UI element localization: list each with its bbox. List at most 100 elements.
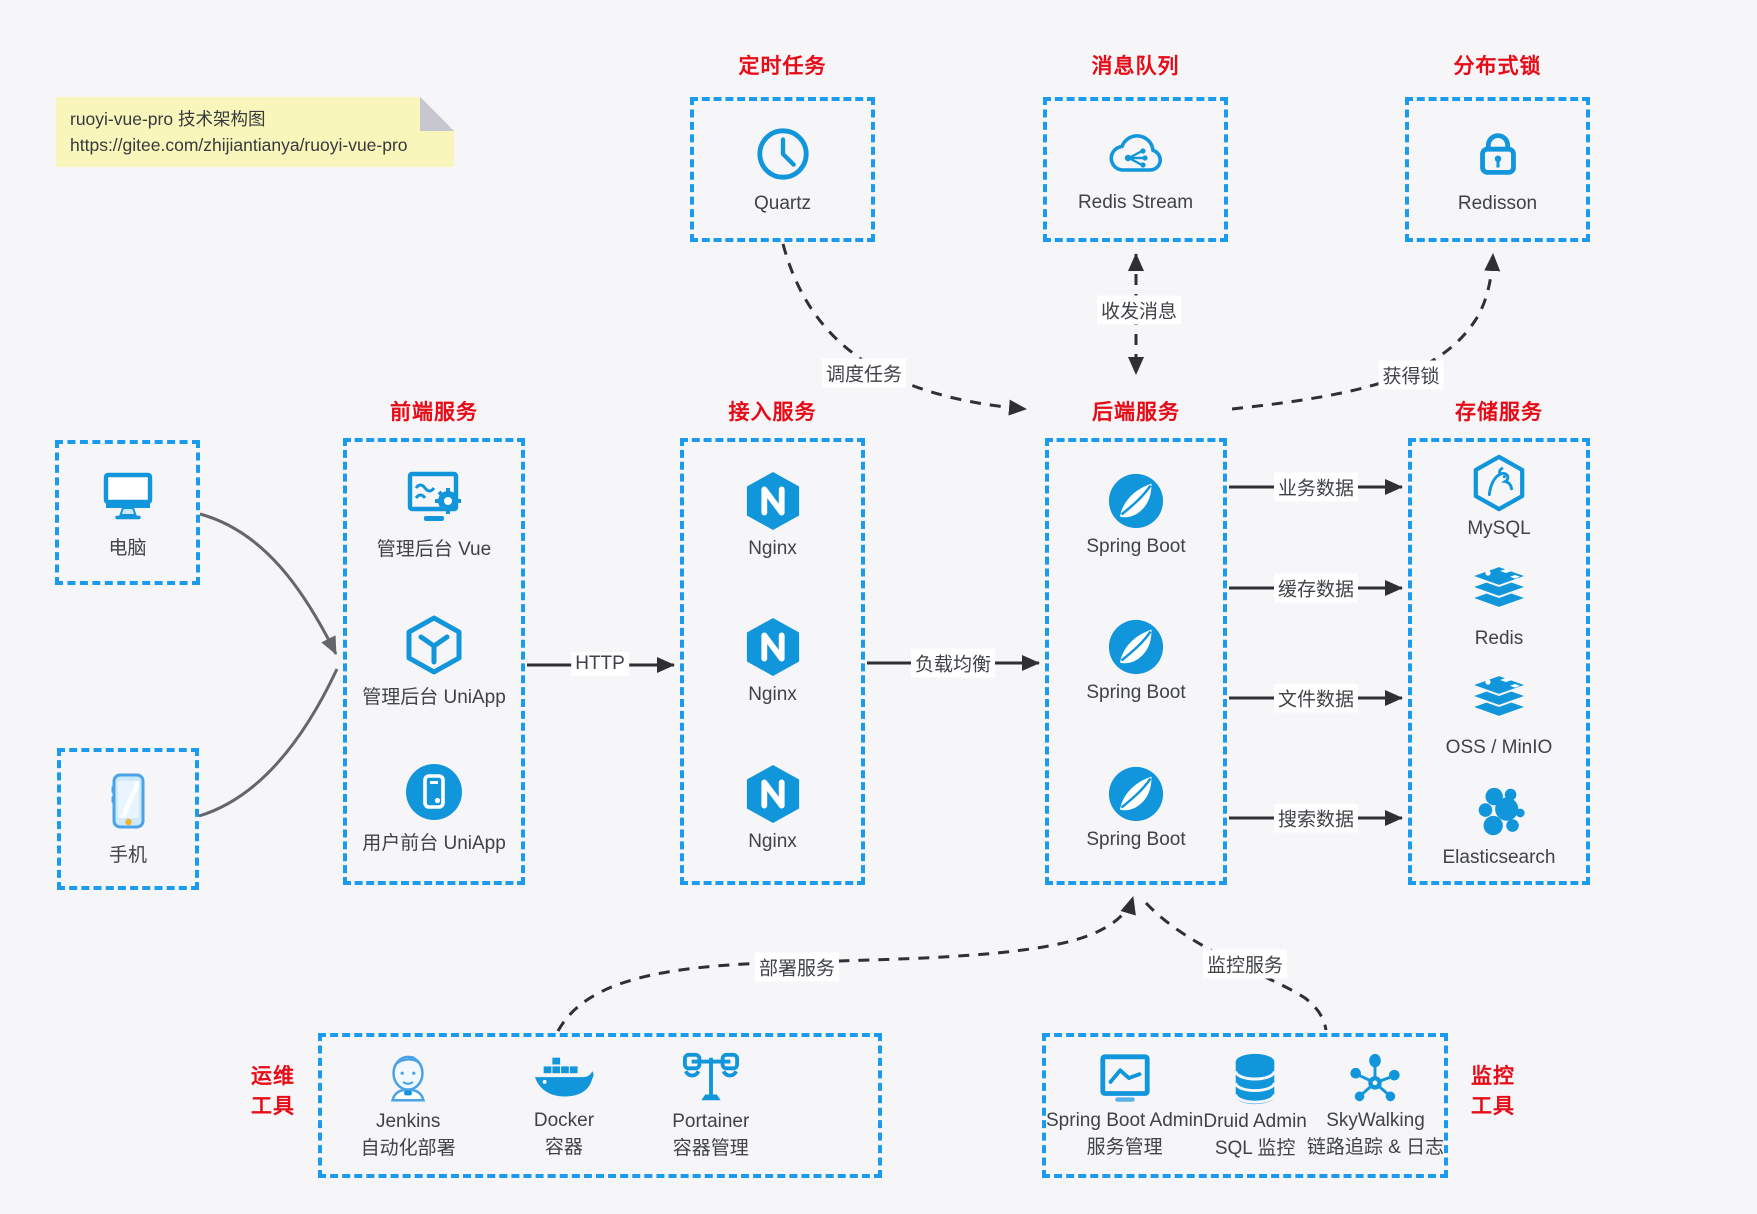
box-redis-stream: Redis Stream (1043, 97, 1228, 242)
frontend-item-label: 用户前台 UniApp (362, 832, 506, 854)
nginx-icon (744, 616, 802, 678)
ops-item-desc: 自动化部署 (360, 1137, 456, 1159)
elasticsearch-icon (1470, 783, 1528, 841)
ops-item-docker: Docker 容器 (533, 1051, 595, 1160)
spring-boot-icon (1107, 618, 1165, 676)
title-monitor-line1: 监控 (1471, 1065, 1515, 1088)
edge-label-file-data: 文件数据 (1273, 683, 1359, 713)
box-gateway: Nginx Nginx Nginx (680, 438, 865, 885)
quartz-label: Quartz (753, 192, 812, 214)
edge-deploy-service (556, 896, 1136, 1032)
title-frontend: 前端服务 (390, 401, 478, 424)
docker-icon (533, 1051, 595, 1107)
lock-icon (1469, 125, 1527, 183)
box-storage: MySQL Redis OSS / MinIO Elasticsearch (1408, 438, 1590, 885)
phone-icon (102, 772, 154, 830)
gateway-item-nginx: Nginx (744, 763, 802, 853)
spring-boot-icon (1107, 765, 1165, 823)
backend-item-springboot: Spring Boot (1086, 472, 1186, 558)
gateway-item-label: Nginx (748, 830, 797, 852)
storage-item-mysql: MySQL (1467, 454, 1531, 540)
backend-item-springboot: Spring Boot (1086, 765, 1186, 851)
jenkins-icon (381, 1050, 435, 1108)
portainer-icon (682, 1050, 740, 1108)
box-monitor-tools: Spring Boot Admin 服务管理 Druid Admin SQL 监… (1042, 1033, 1448, 1178)
database-icon (1228, 1050, 1282, 1108)
box-pc-client: 电脑 (55, 440, 200, 585)
phone-label: 手机 (108, 844, 147, 866)
gateway-item-label: Nginx (748, 684, 797, 706)
nginx-icon (744, 470, 802, 532)
storage-item-label: MySQL (1467, 517, 1531, 539)
title-distributed-lock: 分布式锁 (1453, 55, 1542, 78)
uniapp-cube-icon (404, 614, 464, 676)
cloud-stream-icon (1105, 126, 1167, 182)
storage-item-label: OSS / MinIO (1445, 737, 1553, 759)
nginx-icon (744, 763, 802, 825)
edge-label-business-data: 业务数据 (1273, 472, 1359, 502)
title-storage: 存储服务 (1455, 401, 1543, 424)
admin-vue-icon (403, 468, 465, 528)
edge-label-monitor-service: 监控服务 (1202, 949, 1288, 979)
ops-item-name: Portainer (672, 1110, 750, 1132)
box-backend: Spring Boot Spring Boot Spring Boot (1045, 438, 1227, 885)
mysql-icon (1470, 454, 1528, 512)
title-ops-tools: 运维 工具 (240, 1062, 306, 1123)
edge-label-http: HTTP (571, 652, 629, 676)
storage-item-oss-minio: OSS / MinIO (1445, 673, 1553, 759)
edge-label-schedule-task: 调度任务 (821, 358, 907, 388)
frontend-item-user-uniapp: 用户前台 UniApp (362, 762, 506, 855)
backend-item-label: Spring Boot (1086, 828, 1186, 850)
box-frontend: 管理后台 Vue 管理后台 UniApp 用户前台 UniApp (343, 438, 525, 885)
sticky-note: ruoyi-vue-pro 技术架构图 https://gitee.com/zh… (56, 97, 454, 167)
ops-item-name: Docker (533, 1109, 595, 1131)
edge-label-send-receive-msg: 收发消息 (1096, 295, 1182, 325)
title-backend: 后端服务 (1092, 401, 1180, 424)
title-ops-line2: 工具 (251, 1095, 295, 1119)
frontend-item-label: 管理后台 UniApp (362, 686, 506, 708)
monitor-item-name: Spring Boot Admin (1046, 1109, 1204, 1131)
gateway-item-nginx: Nginx (744, 616, 802, 706)
title-message-queue: 消息队列 (1091, 55, 1180, 78)
title-monitor-line2: 工具 (1471, 1095, 1515, 1119)
monitor-item-sba: Spring Boot Admin 服务管理 (1046, 1051, 1203, 1160)
ops-item-portainer: Portainer 容器管理 (672, 1050, 749, 1161)
monitor-item-desc: 服务管理 (1086, 1136, 1163, 1158)
note-url: https://gitee.com/zhijiantianya/ruoyi-vu… (70, 135, 408, 156)
gateway-item-nginx: Nginx (744, 470, 802, 560)
storage-item-elasticsearch: Elasticsearch (1443, 783, 1556, 869)
edge-label-deploy-service: 部署服务 (754, 952, 840, 982)
storage-item-label: Elasticsearch (1442, 847, 1556, 869)
storage-item-label: Redis (1474, 627, 1524, 649)
frontend-item-vue: 管理后台 Vue (377, 468, 491, 561)
uniapp-circle-icon (404, 762, 464, 822)
monitor-item-skywalking: SkyWalking 链路追踪 & 日志 (1307, 1051, 1444, 1160)
title-monitor-tools: 监控 工具 (1460, 1062, 1526, 1123)
clock-icon (754, 125, 812, 183)
edge-acquire-lock (1231, 253, 1501, 411)
title-scheduled-task: 定时任务 (738, 55, 827, 78)
monitor-item-druid: Druid Admin SQL 监控 (1203, 1050, 1307, 1161)
box-ops-tools: Jenkins 自动化部署 Docker 容器 Portainer 容器管理 (318, 1033, 882, 1178)
monitor-item-desc: SQL 监控 (1214, 1137, 1296, 1159)
monitor-chart-icon (1096, 1051, 1154, 1107)
storage-item-redis: Redis (1468, 564, 1530, 650)
monitor-item-name: Druid Admin (1203, 1110, 1307, 1132)
edge-label-acquire-lock: 获得锁 (1378, 360, 1444, 390)
backend-item-springboot: Spring Boot (1086, 618, 1186, 704)
frontend-item-admin-uniapp: 管理后台 UniApp (362, 614, 506, 709)
redisson-label: Redisson (1457, 192, 1538, 214)
box-phone-client: 手机 (57, 748, 199, 890)
pc-label: 电脑 (108, 538, 147, 559)
edge-label-cache-data: 缓存数据 (1273, 573, 1359, 603)
edge-phone-to-frontend (198, 668, 339, 818)
ops-item-jenkins: Jenkins 自动化部署 (361, 1050, 456, 1161)
gateway-item-label: Nginx (748, 538, 797, 560)
title-gateway: 接入服务 (728, 401, 817, 424)
oss-stack-icon (1468, 673, 1530, 731)
box-quartz: Quartz (690, 97, 875, 242)
backend-item-label: Spring Boot (1086, 536, 1186, 558)
note-title: ruoyi-vue-pro 技术架构图 (70, 109, 266, 129)
box-redisson: Redisson (1405, 97, 1590, 242)
